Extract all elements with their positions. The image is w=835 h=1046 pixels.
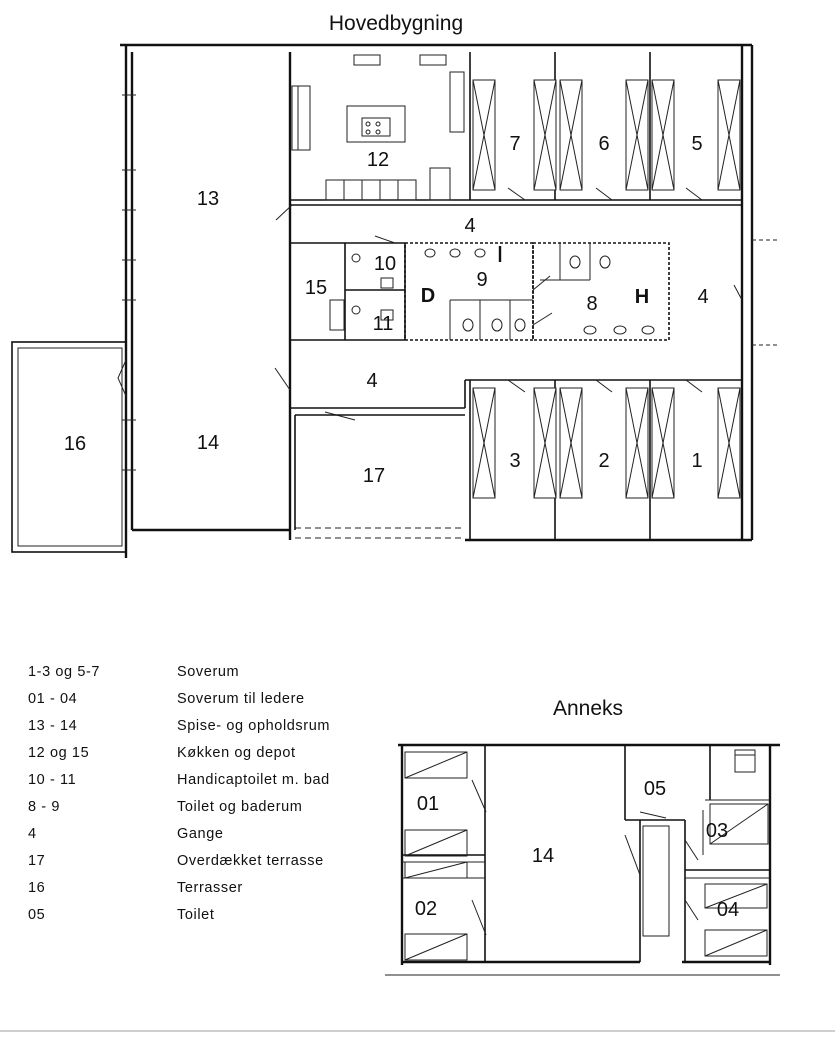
room-label-15: 15 (305, 277, 327, 299)
room-label-11: 11 (373, 313, 394, 335)
room-label-8: 8 (586, 293, 597, 315)
legend-code: 16 (28, 880, 45, 896)
annex: Anneks (385, 697, 780, 976)
room-label-12: 12 (367, 149, 389, 171)
annex-room-label-02: 02 (415, 898, 437, 920)
legend-code: 10 - 11 (28, 772, 76, 788)
legend-code: 05 (28, 907, 45, 923)
legend-code: 4 (28, 826, 37, 842)
room-label-7: 7 (509, 133, 520, 155)
legend-description: Spise- og opholdsrum (177, 718, 330, 734)
main-building-title: Hovedbygning (329, 12, 463, 35)
legend-description: Toilet (177, 907, 214, 923)
room-label-10: 10 (374, 253, 396, 275)
main-building-room-labels: 7 6 5 12 13 4 4 4 10 11 15 9 8 D H 3 2 1… (64, 133, 709, 487)
legend-description: Soverum til ledere (177, 691, 305, 707)
room-label-13: 13 (197, 188, 219, 210)
room-12-kitchen (290, 52, 471, 201)
room-label-d: D (421, 285, 435, 307)
legend-code: 01 - 04 (28, 691, 77, 707)
legend-code: 1-3 og 5-7 (28, 664, 100, 680)
room-label-4-right: 4 (697, 286, 708, 308)
main-building: Hovedbygning (11, 12, 778, 558)
legend: 1-3 og 5-7 Soverum 01 - 04 Soverum til lede… (28, 664, 330, 923)
stove-island (346, 105, 406, 143)
bedrooms-top (470, 52, 742, 201)
legend-description: Toilet og baderum (177, 799, 302, 815)
room-label-6: 6 (598, 133, 609, 155)
room-label-5: 5 (691, 133, 702, 155)
legend-description: Gange (177, 826, 224, 842)
page-bottom-rule (0, 1030, 835, 1032)
legend-code: 8 - 9 (28, 799, 60, 815)
legend-description: Overdækket terrasse (177, 853, 324, 869)
legend-description: Køkken og depot (177, 745, 296, 761)
room-label-17: 17 (363, 465, 385, 487)
annex-room-label-04: 04 (717, 899, 739, 921)
room-label-4-top: 4 (464, 215, 475, 237)
annex-room-labels: 01 02 14 05 03 04 (415, 778, 739, 921)
legend-code: 12 og 15 (28, 745, 89, 761)
terrace-16-outline (11, 341, 127, 553)
room-label-1: 1 (691, 450, 702, 472)
legend-code: 13 - 14 (28, 718, 77, 734)
annex-title: Anneks (553, 697, 623, 720)
room-label-4-bottom: 4 (366, 370, 377, 392)
room-label-2: 2 (598, 450, 609, 472)
bedrooms-bottom (469, 379, 741, 540)
legend-description: Terrasser (177, 880, 243, 896)
room-label-14: 14 (197, 432, 219, 454)
room-17-outline (294, 414, 465, 530)
window-ticks-left (117, 94, 136, 471)
annex-room-label-14: 14 (532, 845, 554, 867)
room-label-9: 9 (476, 269, 487, 291)
rooms-8-9-toilets (404, 242, 670, 341)
room-label-3: 3 (509, 450, 520, 472)
legend-description: Handicaptoilet m. bad (177, 772, 330, 788)
outer-walls (120, 43, 754, 558)
annex-room-label-03: 03 (706, 820, 728, 842)
legend-description: Soverum (177, 664, 239, 680)
annex-room-label-05: 05 (644, 778, 666, 800)
annex-beds (404, 751, 769, 961)
legend-code: 17 (28, 853, 45, 869)
annex-room-label-01: 01 (417, 793, 439, 815)
annex-walls (385, 743, 780, 976)
room-label-h: H (635, 286, 649, 308)
corridor-4-walls (274, 204, 778, 421)
room-label-16: 16 (64, 433, 86, 455)
